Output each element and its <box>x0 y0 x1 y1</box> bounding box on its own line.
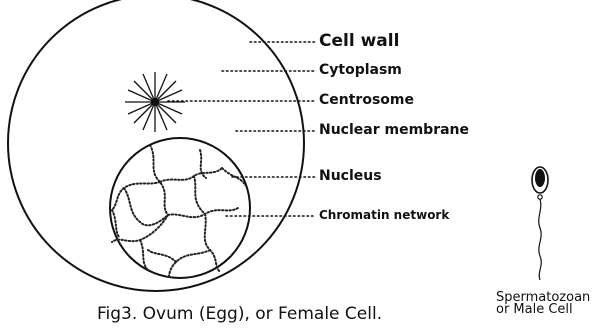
spermatozoan-caption: Spermatozoan or Male Cell <box>496 292 590 316</box>
label-chromatin-network: Chromatin network <box>319 209 449 221</box>
label-nucleus: Nucleus <box>319 169 382 183</box>
cell-wall <box>8 0 304 291</box>
spermatozoan-caption-line2: or Male Cell <box>496 304 590 316</box>
figure-caption: Fig3. Ovum (Egg), or Female Cell. <box>97 304 382 324</box>
spermatozoan <box>532 167 548 280</box>
label-nuclear-membrane: Nuclear membrane <box>319 123 469 137</box>
label-centrosome: Centrosome <box>319 93 414 107</box>
centrosome <box>125 72 185 132</box>
label-cytoplasm: Cytoplasm <box>319 63 402 77</box>
label-cell-wall: Cell wall <box>319 33 399 50</box>
